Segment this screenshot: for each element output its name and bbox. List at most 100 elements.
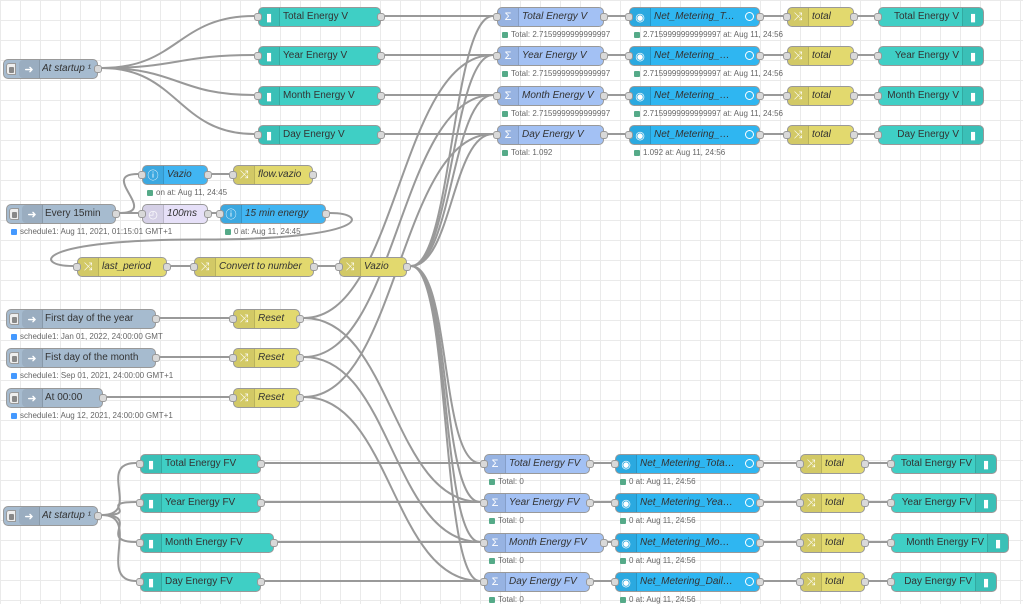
node-tDayFV[interactable]: ⤨total: [796, 572, 869, 592]
input-port[interactable]: [216, 210, 224, 218]
output-port[interactable]: [377, 52, 385, 60]
output-port[interactable]: [296, 315, 304, 323]
wire-startupFV-fYearFV[interactable]: [101, 501, 137, 516]
input-port[interactable]: [136, 460, 144, 468]
node-nMonthV[interactable]: ◉Net_Metering_Monthly_V2.715999999999999…: [625, 86, 783, 118]
input-port[interactable]: [254, 92, 262, 100]
node-fYearV[interactable]: ▮Year Energy V: [254, 46, 385, 66]
input-port[interactable]: [874, 13, 882, 21]
output-port[interactable]: [586, 578, 594, 586]
output-port[interactable]: [861, 578, 869, 586]
output-port[interactable]: [310, 263, 318, 271]
input-port[interactable]: [887, 460, 895, 468]
node-resetD[interactable]: ⤨Reset: [229, 388, 304, 408]
input-port[interactable]: [625, 92, 633, 100]
node-oTotalV[interactable]: ▮Total Energy V: [874, 7, 984, 27]
node-startupV[interactable]: ➜At startup ¹: [3, 59, 102, 79]
wire-resetY-sYearV[interactable]: [303, 54, 494, 319]
input-port[interactable]: [254, 52, 262, 60]
output-port[interactable]: [309, 171, 317, 179]
input-port[interactable]: [254, 13, 262, 21]
input-port[interactable]: [493, 92, 501, 100]
output-port[interactable]: [850, 131, 858, 139]
input-port[interactable]: [625, 13, 633, 21]
wire-vazioSw-sMonthV[interactable]: [410, 94, 494, 267]
output-port[interactable]: [152, 354, 160, 362]
node-tDayV[interactable]: ⤨total: [783, 125, 858, 145]
input-port[interactable]: [480, 499, 488, 507]
node-oDayV[interactable]: ▮Day Energy V: [874, 125, 984, 145]
input-port[interactable]: [335, 263, 343, 271]
node-oTotalFV[interactable]: ▮Total Energy FV: [887, 454, 997, 474]
output-port[interactable]: [756, 539, 764, 547]
output-port[interactable]: [756, 499, 764, 507]
input-port[interactable]: [138, 210, 146, 218]
node-fMonthV[interactable]: ▮Month Energy V: [254, 86, 385, 106]
node-fMonthFV[interactable]: ▮Month Energy FV: [136, 533, 278, 553]
node-fYearFV[interactable]: ▮Year Energy FV: [136, 493, 265, 513]
inject-trigger-button[interactable]: [6, 510, 16, 522]
output-port[interactable]: [600, 13, 608, 21]
input-port[interactable]: [480, 460, 488, 468]
node-oYearV[interactable]: ▮Year Energy V: [874, 46, 984, 66]
output-port[interactable]: [861, 460, 869, 468]
wire-startupV-fDayV[interactable]: [101, 67, 255, 135]
output-port[interactable]: [296, 394, 304, 402]
input-port[interactable]: [493, 131, 501, 139]
input-port[interactable]: [874, 52, 882, 60]
output-port[interactable]: [204, 210, 212, 218]
wire-every15-vazioDbg[interactable]: [119, 173, 139, 214]
node-nMonthFV[interactable]: ◉Net_Metering_Monthly_FV0 at: Aug 11, 24…: [611, 533, 764, 565]
wire-vazioSw-sTotalV[interactable]: [410, 15, 494, 267]
node-nDayFV[interactable]: ◉Net_Metering_Daily_FV0 at: Aug 11, 24:5…: [611, 572, 764, 604]
node-oMonthV[interactable]: ▮Month Energy V: [874, 86, 984, 106]
input-port[interactable]: [254, 131, 262, 139]
input-port[interactable]: [874, 92, 882, 100]
input-port[interactable]: [796, 460, 804, 468]
input-port[interactable]: [229, 354, 237, 362]
input-port[interactable]: [625, 131, 633, 139]
input-port[interactable]: [796, 578, 804, 586]
node-nYearFV[interactable]: ◉Net_Metering_Yearly_FV0 at: Aug 11, 24:…: [611, 493, 764, 525]
input-port[interactable]: [611, 578, 619, 586]
output-port[interactable]: [586, 499, 594, 507]
node-oMonthFV[interactable]: ▮Month Energy FV: [887, 533, 1009, 553]
node-nDayV[interactable]: ◉Net_Metering_Daily_V1.092 at: Aug 11, 2…: [625, 125, 764, 157]
output-port[interactable]: [257, 578, 265, 586]
input-port[interactable]: [887, 539, 895, 547]
wire-resetM-sMonthFV[interactable]: [303, 356, 481, 543]
output-port[interactable]: [756, 578, 764, 586]
wire-vazioSw-sDayV[interactable]: [410, 133, 494, 267]
input-port[interactable]: [796, 499, 804, 507]
wire-startupV-fTotalV[interactable]: [101, 15, 255, 69]
wire-resetD-sDayFV[interactable]: [303, 396, 481, 582]
output-port[interactable]: [377, 13, 385, 21]
input-port[interactable]: [493, 52, 501, 60]
output-port[interactable]: [270, 539, 278, 547]
node-tMonthV[interactable]: ⤨total: [783, 86, 858, 106]
node-startupFV[interactable]: ➜At startup ¹: [3, 506, 102, 526]
output-port[interactable]: [756, 92, 764, 100]
input-port[interactable]: [783, 13, 791, 21]
inject-trigger-button[interactable]: [9, 392, 19, 404]
inject-trigger-button[interactable]: [6, 63, 16, 75]
node-fTotalV[interactable]: ▮Total Energy V: [254, 7, 385, 27]
input-port[interactable]: [783, 52, 791, 60]
input-port[interactable]: [625, 52, 633, 60]
input-port[interactable]: [493, 13, 501, 21]
output-port[interactable]: [850, 52, 858, 60]
node-flowVazio[interactable]: ⤨flow.vazio: [229, 165, 317, 185]
output-port[interactable]: [756, 460, 764, 468]
